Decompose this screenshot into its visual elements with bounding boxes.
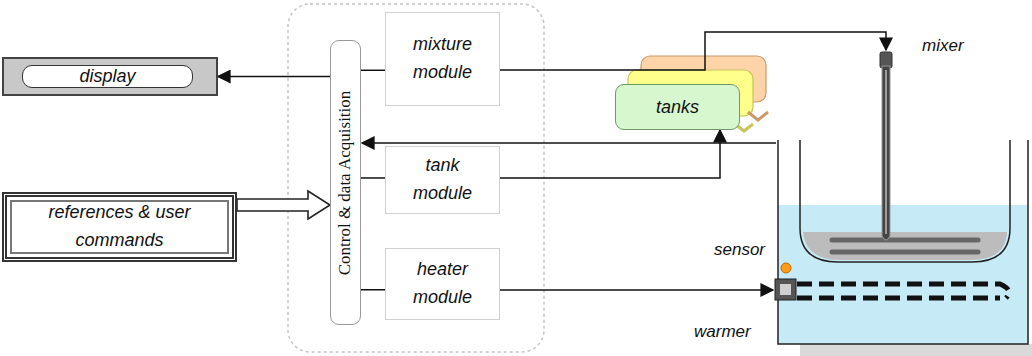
module-box: heater module — [385, 248, 500, 320]
part-label: mixer — [922, 36, 964, 56]
signal-connector — [218, 76, 330, 77]
part-label: sensor — [714, 240, 765, 260]
bath-water — [778, 205, 1028, 344]
signal-connector — [361, 289, 385, 290]
control-box: Control & data Acquisition — [330, 40, 361, 325]
tank-outlet — [748, 112, 768, 120]
warmer-block-face — [780, 284, 791, 295]
vessel-shadow — [800, 344, 1032, 356]
input-box: references & user commands — [2, 192, 237, 262]
signal-connector — [361, 70, 385, 71]
impeller-blade — [832, 250, 978, 255]
connector-line — [361, 70, 385, 72]
connector-line — [361, 177, 385, 179]
connector-line — [500, 130, 720, 178]
sensor-wire — [362, 142, 776, 144]
connector-line — [361, 289, 385, 291]
module-box: mixture module — [385, 12, 500, 106]
display-screen: display — [22, 65, 193, 87]
node-text: tanks — [656, 94, 699, 120]
mixer-wire — [500, 32, 886, 70]
command-arrow-shape — [237, 191, 330, 219]
impeller-blade — [832, 238, 978, 243]
module-box: tank module — [385, 146, 500, 214]
beaker-bowl — [803, 232, 1007, 260]
warmer-block — [775, 279, 796, 300]
signal-connector — [361, 177, 385, 178]
node-text: display — [79, 63, 135, 89]
mixer-shaft — [882, 66, 890, 240]
command-arrow — [237, 191, 330, 219]
part-label: warmer — [694, 322, 751, 342]
display-box: display — [2, 57, 218, 95]
connector-line — [218, 76, 330, 78]
heating-coil — [797, 296, 1000, 301]
beaker-wall — [800, 140, 1010, 262]
node-text: Control & data Acquisition — [333, 90, 358, 275]
sensor-dot — [781, 263, 791, 273]
bath-container — [778, 140, 1028, 344]
warmer-wire — [500, 289, 773, 291]
heating-coil — [797, 284, 1009, 298]
node-text: heater module — [398, 256, 488, 312]
beaker-liquid — [800, 205, 1010, 262]
node-text: tank module — [398, 152, 488, 208]
node-text: mixture module — [398, 31, 488, 87]
node-text: references & user commands — [35, 199, 205, 255]
signal-connector — [500, 130, 720, 178]
tank-box: tanks — [615, 84, 740, 130]
mixer-shaft-highlight — [885, 70, 887, 234]
